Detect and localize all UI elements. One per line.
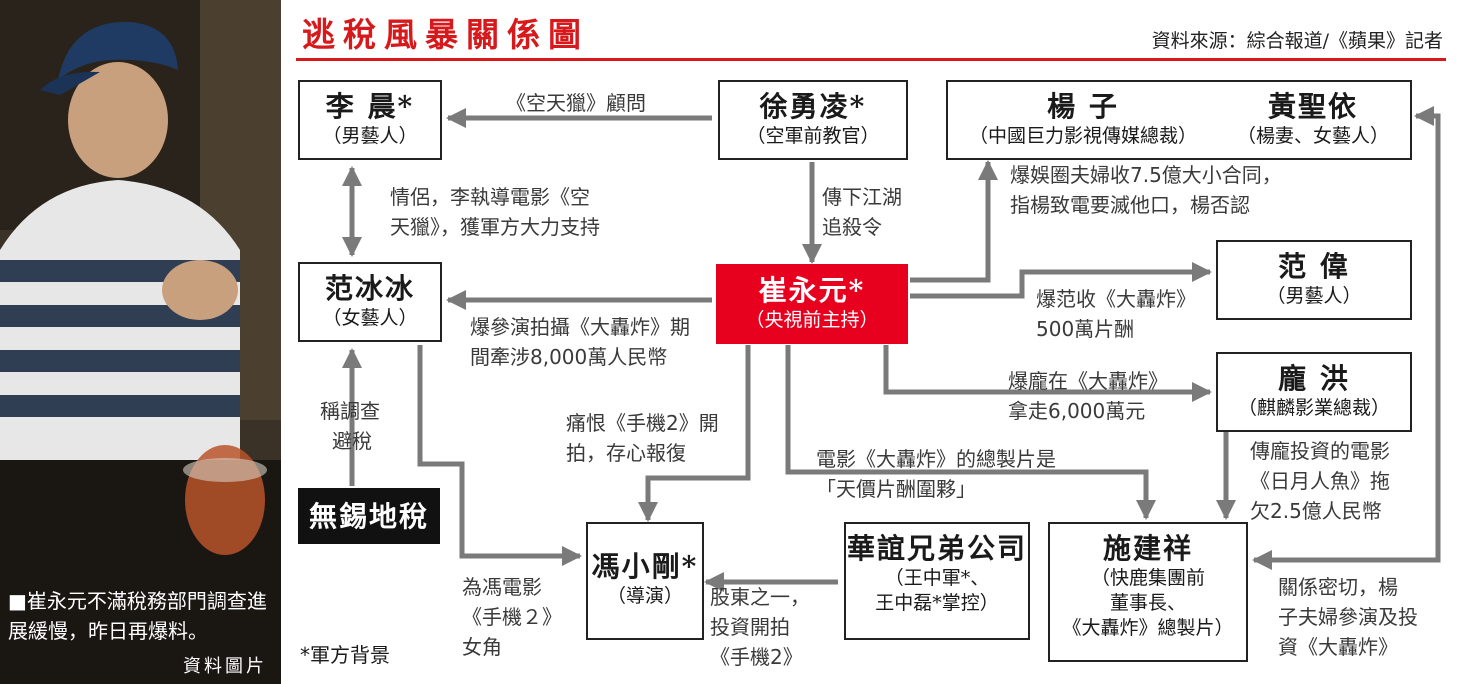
node-xu-yongling: 徐勇凌* （空軍前教官） bbox=[718, 80, 908, 160]
label-huayi-feng: 股東之一， 投資開拍 《手機2》 bbox=[710, 582, 810, 672]
label-line: 痛恨《手機2》開 bbox=[566, 411, 719, 435]
node-name: 馮小剛* bbox=[591, 550, 699, 583]
label-line: 拿走6,000萬元 bbox=[1008, 399, 1146, 423]
node-shi-jianxiang: 施建祥 （快鹿集團前 董事長、 《大轟炸》總製片） bbox=[1048, 522, 1248, 662]
node-fan-wei: 范 偉 （男藝人） bbox=[1216, 240, 1412, 320]
node-role: 董事長、 bbox=[1109, 592, 1186, 614]
label-line: 追殺令 bbox=[822, 215, 882, 239]
label-tax-fanbing: 稱調查 避稅 bbox=[320, 396, 380, 456]
photo-caption: ■崔永元不滿稅務部門調查進展緩慢，昨日再爆料。 bbox=[8, 589, 267, 643]
label-cui-pang: 爆龐在《大轟炸》 拿走6,000萬元 bbox=[1008, 366, 1168, 426]
label-line: 《日月人魚》拖 bbox=[1250, 469, 1390, 493]
node-name: 無錫地稅 bbox=[308, 500, 429, 533]
label-li-fan: 情侶，李執導電影《空 天獵》，獲軍方大力支持 bbox=[390, 182, 600, 242]
label-line: 天獵》，獲軍方大力支持 bbox=[390, 215, 600, 239]
arrow-fanbing-to-feng bbox=[417, 345, 582, 566]
label-line: 爆參演拍攝《大轟炸》期 bbox=[470, 315, 690, 339]
node-role: （男藝人） bbox=[1266, 285, 1362, 307]
label-line: 情侶，李執導電影《空 bbox=[390, 185, 590, 209]
node-name: 范 偉 bbox=[1278, 250, 1350, 283]
node-role: （楊妻、女藝人） bbox=[1236, 125, 1389, 147]
label-line: 股東之一， bbox=[710, 585, 810, 609]
label-cui-shi: 電影《大轟炸》的總製片是 「天價片酬圍夥」 bbox=[816, 444, 1056, 504]
arrow-cui-to-fanwei bbox=[910, 262, 1212, 299]
label-line: 《手機2》 bbox=[710, 645, 803, 669]
node-li-chen: 李 晨* （男藝人） bbox=[298, 80, 442, 160]
node-role: （空軍前教官） bbox=[746, 125, 880, 147]
arrow-cui-to-shi bbox=[785, 345, 1156, 520]
node-role: （麒麟影業總裁） bbox=[1237, 397, 1390, 419]
node-role: （快鹿集團前 bbox=[1090, 567, 1205, 589]
label-line: 關係密切，楊 bbox=[1278, 575, 1398, 599]
node-feng-xiaogang: 馮小剛* （導演） bbox=[586, 522, 704, 640]
photo-credit: 資料圖片 bbox=[183, 656, 267, 677]
node-wuxi-tax: 無錫地稅 bbox=[298, 488, 440, 544]
photo-panel: ■崔永元不滿稅務部門調查進展緩慢，昨日再爆料。 資料圖片 bbox=[0, 0, 281, 684]
label-shi-yang: 關係密切，楊 子夫婦參演及投 資《大轟炸》 bbox=[1278, 572, 1418, 662]
label-line: 指楊致電要滅他口，楊否認 bbox=[1010, 193, 1250, 217]
node-yang-zi: 楊 子 （中國巨力影視傳媒總裁） bbox=[948, 82, 1218, 149]
arrow-shi-yang bbox=[1252, 106, 1441, 570]
node-fan-bingbing: 范冰冰 （女藝人） bbox=[298, 262, 442, 342]
source-note: 資料來源：綜合報道/《蘋果》記者 bbox=[1151, 30, 1443, 52]
node-role: （女藝人） bbox=[322, 307, 418, 329]
label-cui-yang: 爆娛圈夫婦收7.5億大小合同， 指楊致電要滅他口，楊否認 bbox=[1010, 160, 1282, 220]
node-name: 徐勇凌* bbox=[759, 90, 867, 123]
label-line: 爆范收《大轟炸》 bbox=[1036, 287, 1196, 311]
label-line: 資《大轟炸》 bbox=[1278, 635, 1398, 659]
node-name: 李 晨* bbox=[325, 90, 415, 123]
label-line: 拍，存心報復 bbox=[566, 441, 686, 465]
node-role: （王中軍*、 bbox=[884, 567, 990, 589]
arrow-cui-to-yang bbox=[910, 160, 998, 283]
label-cui-fanwei: 爆范收《大轟炸》 500萬片酬 bbox=[1036, 284, 1196, 344]
label-pang-shi: 傳龐投資的電影 《日月人魚》拖 欠2.5億人民幣 bbox=[1250, 436, 1390, 526]
node-huang-shengyi: 黃聖依 （楊妻、女藝人） bbox=[1218, 82, 1408, 149]
label-fanbing-feng: 為馮電影 《手機２》 女角 bbox=[462, 572, 562, 662]
legend-military: *軍方背景 bbox=[300, 643, 390, 667]
label-line: 爆娛圈夫婦收7.5億大小合同， bbox=[1010, 163, 1282, 187]
label-xu-cui: 傳下江湖 追殺令 bbox=[822, 182, 902, 242]
label-cui-fanbing: 爆參演拍攝《大轟炸》期 間牽涉8,000萬人民幣 bbox=[470, 312, 690, 372]
label-line: 稱調查 bbox=[320, 399, 380, 423]
node-name: 范冰冰 bbox=[324, 272, 415, 305]
node-role: （央視前主持） bbox=[745, 309, 879, 331]
node-name: 施建祥 bbox=[1102, 532, 1193, 565]
node-name: 龐 洪 bbox=[1278, 362, 1350, 395]
label-line: 投資開拍 bbox=[710, 615, 790, 639]
label-line: 500萬片酬 bbox=[1036, 317, 1135, 341]
node-role: （導演） bbox=[606, 585, 683, 607]
node-yang-huang: 楊 子 （中國巨力影視傳媒總裁） 黃聖依 （楊妻、女藝人） bbox=[946, 80, 1412, 160]
node-pang-hong: 龐 洪 （麒麟影業總裁） bbox=[1216, 352, 1412, 432]
node-huayi: 華誼兄弟公司 （王中軍*、 王中磊*掌控） bbox=[844, 522, 1030, 640]
node-name: 華誼兄弟公司 bbox=[846, 532, 1027, 565]
arrow-cui-to-feng bbox=[638, 345, 751, 522]
label-line: 爆龐在《大轟炸》 bbox=[1008, 369, 1168, 393]
label-line: 間牽涉8,000萬人民幣 bbox=[470, 345, 668, 369]
label-line: 傳龐投資的電影 bbox=[1250, 439, 1390, 463]
node-name: 楊 子 bbox=[1047, 90, 1119, 123]
label-line: 子夫婦參演及投 bbox=[1278, 605, 1418, 629]
label-cui-feng: 痛恨《手機2》開 拍，存心報復 bbox=[566, 408, 719, 468]
node-name: 黃聖依 bbox=[1267, 90, 1358, 123]
label-line: 女角 bbox=[462, 635, 502, 659]
node-name: 崔永元* bbox=[758, 274, 866, 307]
label-line: 避稅 bbox=[332, 429, 372, 453]
node-role: （中國巨力影視傳媒總裁） bbox=[968, 125, 1197, 147]
chart-title: 逃稅風暴關係圖 bbox=[302, 15, 589, 54]
label-line: 《手機２》 bbox=[462, 605, 562, 629]
arrow-cui-to-pang bbox=[883, 345, 1212, 402]
node-role: 《大轟炸》總製片） bbox=[1062, 617, 1234, 639]
label-line: 電影《大轟炸》的總製片是 bbox=[816, 447, 1056, 471]
node-cui-yongyuan: 崔永元* （央視前主持） bbox=[716, 264, 908, 344]
label-line: 欠2.5億人民幣 bbox=[1250, 499, 1382, 523]
label-line: 「天價片酬圍夥」 bbox=[816, 477, 976, 501]
label-xu-li: 《空天獵》顧問 bbox=[506, 91, 646, 115]
label-line: 傳下江湖 bbox=[822, 185, 902, 209]
cui-yongyuan-photo bbox=[0, 0, 281, 684]
label-line: 為馮電影 bbox=[462, 575, 542, 599]
title-rule bbox=[296, 58, 1446, 61]
node-role: 王中磊*掌控） bbox=[875, 592, 999, 614]
node-role: （男藝人） bbox=[322, 125, 418, 147]
